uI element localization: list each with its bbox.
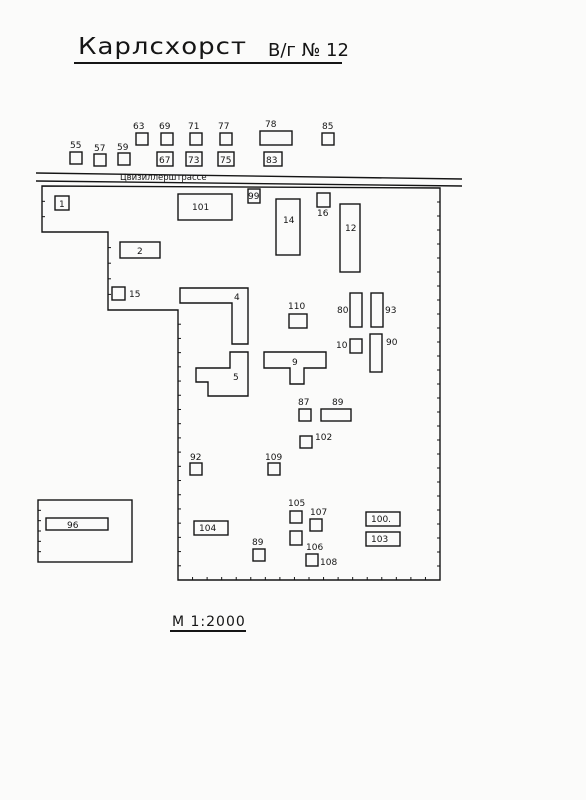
title-underline xyxy=(74,62,342,64)
label-99: 99 xyxy=(248,192,260,202)
building-102 xyxy=(299,435,313,449)
building-69 xyxy=(160,132,174,146)
label-9: 9 xyxy=(292,358,298,368)
building-75 xyxy=(217,151,235,167)
label-73: 73 xyxy=(188,156,199,166)
building-78 xyxy=(259,130,293,146)
label-77: 77 xyxy=(218,122,229,132)
label-103: 103 xyxy=(371,535,388,545)
label-1: 1 xyxy=(59,200,65,210)
label-4: 4 xyxy=(234,293,240,303)
building-59 xyxy=(117,152,131,166)
label-107: 107 xyxy=(310,508,327,518)
building-63 xyxy=(135,132,149,146)
street-name: Цвизиллерштрассе xyxy=(120,173,207,183)
building-15 xyxy=(111,286,126,301)
building-101 xyxy=(177,193,233,221)
building-104 xyxy=(193,520,229,536)
label-96: 96 xyxy=(67,521,79,531)
label-16: 16 xyxy=(317,209,329,219)
label-109: 109 xyxy=(265,453,282,463)
building-89 xyxy=(320,408,352,422)
building-109 xyxy=(267,462,281,476)
building-83 xyxy=(263,151,283,167)
building-4 xyxy=(179,287,249,345)
building-10 xyxy=(349,338,363,354)
label-102: 102 xyxy=(315,433,332,443)
label-63: 63 xyxy=(133,122,144,132)
label-104: 104 xyxy=(199,524,216,534)
label-67: 67 xyxy=(159,156,170,166)
building-92 xyxy=(189,462,203,476)
building-67 xyxy=(156,151,174,167)
building-14 xyxy=(275,198,301,256)
building-2 xyxy=(119,241,161,259)
label-75: 75 xyxy=(220,156,231,166)
label-71: 71 xyxy=(188,122,199,132)
label-83: 83 xyxy=(266,156,277,166)
label-59: 59 xyxy=(117,143,129,153)
label-78: 78 xyxy=(265,120,277,130)
building-96 xyxy=(45,517,109,531)
lot-96-boundary xyxy=(37,499,133,563)
label-92: 92 xyxy=(190,453,201,463)
building-108 xyxy=(305,553,319,567)
label-5: 5 xyxy=(233,373,239,383)
building-71 xyxy=(189,132,203,146)
scale-label: М 1:2000 xyxy=(172,614,246,630)
label-15: 15 xyxy=(129,290,140,300)
label-87: 87 xyxy=(298,398,309,408)
label-105: 105 xyxy=(288,499,305,509)
building-100 xyxy=(365,511,401,527)
label-2: 2 xyxy=(137,247,143,257)
building-77 xyxy=(219,132,233,146)
label-110: 110 xyxy=(288,302,305,312)
building-73 xyxy=(185,151,203,167)
building-105 xyxy=(289,510,303,524)
scale-underline xyxy=(170,630,246,632)
label-106: 106 xyxy=(306,543,323,553)
building-107 xyxy=(309,518,323,532)
label-10: 10 xyxy=(336,341,348,351)
building-9 xyxy=(263,351,327,385)
label-69: 69 xyxy=(159,122,171,132)
map-title: Карлсхорст xyxy=(78,33,248,61)
label-89b: 89 xyxy=(252,538,264,548)
building-55 xyxy=(69,151,83,165)
building-89b xyxy=(252,548,266,562)
street-line-south xyxy=(35,180,463,187)
label-89: 89 xyxy=(332,398,344,408)
map-subtitle: В/г № 12 xyxy=(268,40,349,61)
building-87 xyxy=(298,408,312,422)
label-80: 80 xyxy=(337,306,349,316)
street-line-north xyxy=(35,172,463,180)
building-110 xyxy=(288,313,308,329)
label-90: 90 xyxy=(386,338,398,348)
label-108: 108 xyxy=(320,558,337,568)
building-106 xyxy=(289,530,303,546)
building-93 xyxy=(370,292,384,328)
building-57 xyxy=(93,153,107,167)
label-14: 14 xyxy=(283,216,295,226)
label-85: 85 xyxy=(322,122,333,132)
building-80 xyxy=(349,292,363,328)
label-55: 55 xyxy=(70,141,81,151)
boundary-ticks xyxy=(38,200,440,580)
building-103 xyxy=(365,531,401,547)
building-16 xyxy=(316,192,331,208)
building-99 xyxy=(247,188,261,204)
label-100: 100. xyxy=(371,515,391,525)
label-93: 93 xyxy=(385,306,396,316)
building-1 xyxy=(54,195,70,211)
building-5 xyxy=(195,351,249,397)
building-85 xyxy=(321,132,335,146)
site-boundary xyxy=(41,185,441,581)
building-12 xyxy=(339,203,361,273)
label-12: 12 xyxy=(345,224,356,234)
label-57: 57 xyxy=(94,144,105,154)
label-101: 101 xyxy=(192,203,209,213)
building-90 xyxy=(369,333,383,373)
